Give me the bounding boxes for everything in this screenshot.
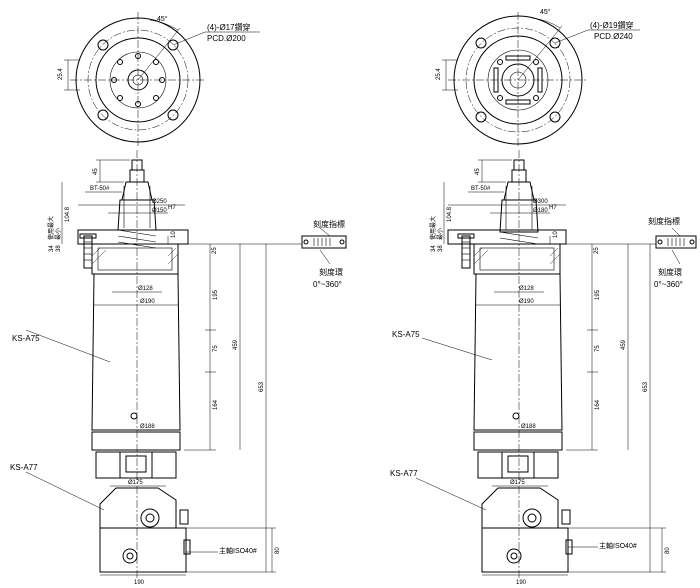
right-bt-label: BT-50#: [471, 186, 491, 192]
right-scale-indicator: [655, 227, 697, 265]
left-scale-label: 刻度指標: [313, 219, 345, 229]
right-ka75-label: KS-A75: [392, 330, 420, 339]
left-flange-body: [77, 229, 189, 275]
left-dim-150: Ø150: [152, 208, 167, 214]
left-dim-459: 459: [233, 339, 239, 350]
right-dim-75: 75: [595, 345, 601, 352]
right-flange-top-view: [442, 12, 640, 148]
right-block-ks-a77: [415, 431, 563, 511]
left-dim-128: Ø128: [138, 286, 153, 292]
left-column-ks-a75: [25, 273, 181, 431]
right-dim-653: 653: [643, 381, 649, 392]
left-dim-164: 164: [213, 399, 219, 410]
left-ka75-label: KS-A75: [12, 334, 40, 343]
left-dim-190-bottom: 190: [134, 580, 145, 586]
left-dim-104: 104.8: [65, 206, 71, 222]
right-dim-80: 80: [665, 547, 671, 554]
right-pcd-label: PCD.Ø240: [594, 32, 633, 41]
left-dim-75: 75: [213, 345, 219, 352]
right-ring-label: 刻度環: [658, 267, 682, 277]
left-range-label: 0°~360°: [313, 280, 342, 289]
right-column-ks-a75: [421, 273, 563, 431]
left-dim-190-top: Ø190: [140, 299, 155, 305]
right-side-text1: 使用最大: [429, 216, 437, 240]
left-dim-25: 25: [212, 247, 218, 254]
left-tool-holder: [117, 150, 157, 580]
right-dim-180: Ø180: [533, 208, 548, 214]
left-dim-188: Ø188: [140, 424, 155, 430]
right-scale-label: 刻度指標: [648, 216, 680, 226]
right-dim-104: 104.8: [447, 206, 453, 222]
right-dim-175: Ø175: [510, 480, 525, 486]
right-dim-164: 164: [595, 399, 601, 410]
left-dim-45: 45: [93, 168, 99, 175]
left-dim-80: 80: [275, 547, 281, 554]
right-dim-10: 10: [553, 231, 559, 238]
right-hole-note: (4)-Ø19鑽穿: [590, 20, 634, 30]
right-range-label: 0°~360°: [654, 280, 683, 289]
right-depth-label: 25.4: [436, 68, 442, 80]
right-dim-128: Ø128: [519, 286, 534, 292]
left-dim-10: 10: [171, 231, 177, 238]
right-side-text2: 最小: [436, 228, 444, 240]
left-hole-note: (4)-Ø17鑽穿: [207, 22, 251, 32]
left-dim-653: 653: [259, 381, 265, 392]
left-side-text1: 使用最大: [47, 216, 55, 240]
right-fit-180: H7: [549, 205, 557, 211]
right-bracket: [481, 487, 573, 573]
left-assembly: 45° (4)-Ø17鑽穿 PCD.Ø200 25.4 45 BT-50# 10…: [10, 12, 347, 586]
left-dim-250: Ø250: [152, 199, 167, 205]
left-ka77-label: KS-A77: [10, 463, 38, 472]
left-ring-label: 刻度環: [319, 267, 343, 277]
right-tool-holder: [499, 150, 539, 580]
right-angle-label: 45°: [540, 8, 551, 16]
left-depth-label: 25.4: [58, 68, 64, 80]
right-spindle-label: 主軸ISO40#: [599, 541, 637, 550]
left-block-ks-a77: [25, 431, 181, 511]
left-side-text2: 最小: [54, 228, 62, 240]
right-dim-190-bottom: 190: [516, 580, 527, 586]
left-pcd-label: PCD.Ø200: [207, 34, 246, 43]
left-scale-indicator: [301, 227, 347, 265]
right-side-34: 34: [431, 245, 437, 252]
right-dim-195: 195: [595, 289, 601, 300]
right-dim-45: 45: [475, 168, 481, 175]
left-angle-label: 45°: [157, 15, 168, 23]
left-bt-label: BT-50#: [90, 186, 110, 192]
left-dim-195: 195: [213, 289, 219, 300]
right-dim-190-top: Ø190: [519, 299, 534, 305]
left-spindle-label: 主軸ISO40#: [219, 546, 257, 555]
right-side-38: 38: [438, 245, 444, 252]
left-fit-150: H7: [168, 205, 176, 211]
right-assembly: 45° (4)-Ø19鑽穿 PCD.Ø240 25.4 45 BT-50# 10…: [390, 8, 697, 586]
left-side-34: 34: [49, 245, 55, 252]
left-side-38: 38: [56, 245, 62, 252]
left-dim-175: Ø175: [128, 480, 143, 486]
left-flange-top-view: [64, 12, 260, 148]
right-dim-25: 25: [594, 247, 600, 254]
right-dim-188: Ø188: [521, 424, 536, 430]
right-dim-459: 459: [621, 339, 627, 350]
right-dim-300: Ø300: [533, 199, 548, 205]
right-flange-body: [447, 229, 567, 275]
right-ka77-label: KS-A77: [390, 469, 418, 478]
left-bracket: [99, 487, 191, 573]
